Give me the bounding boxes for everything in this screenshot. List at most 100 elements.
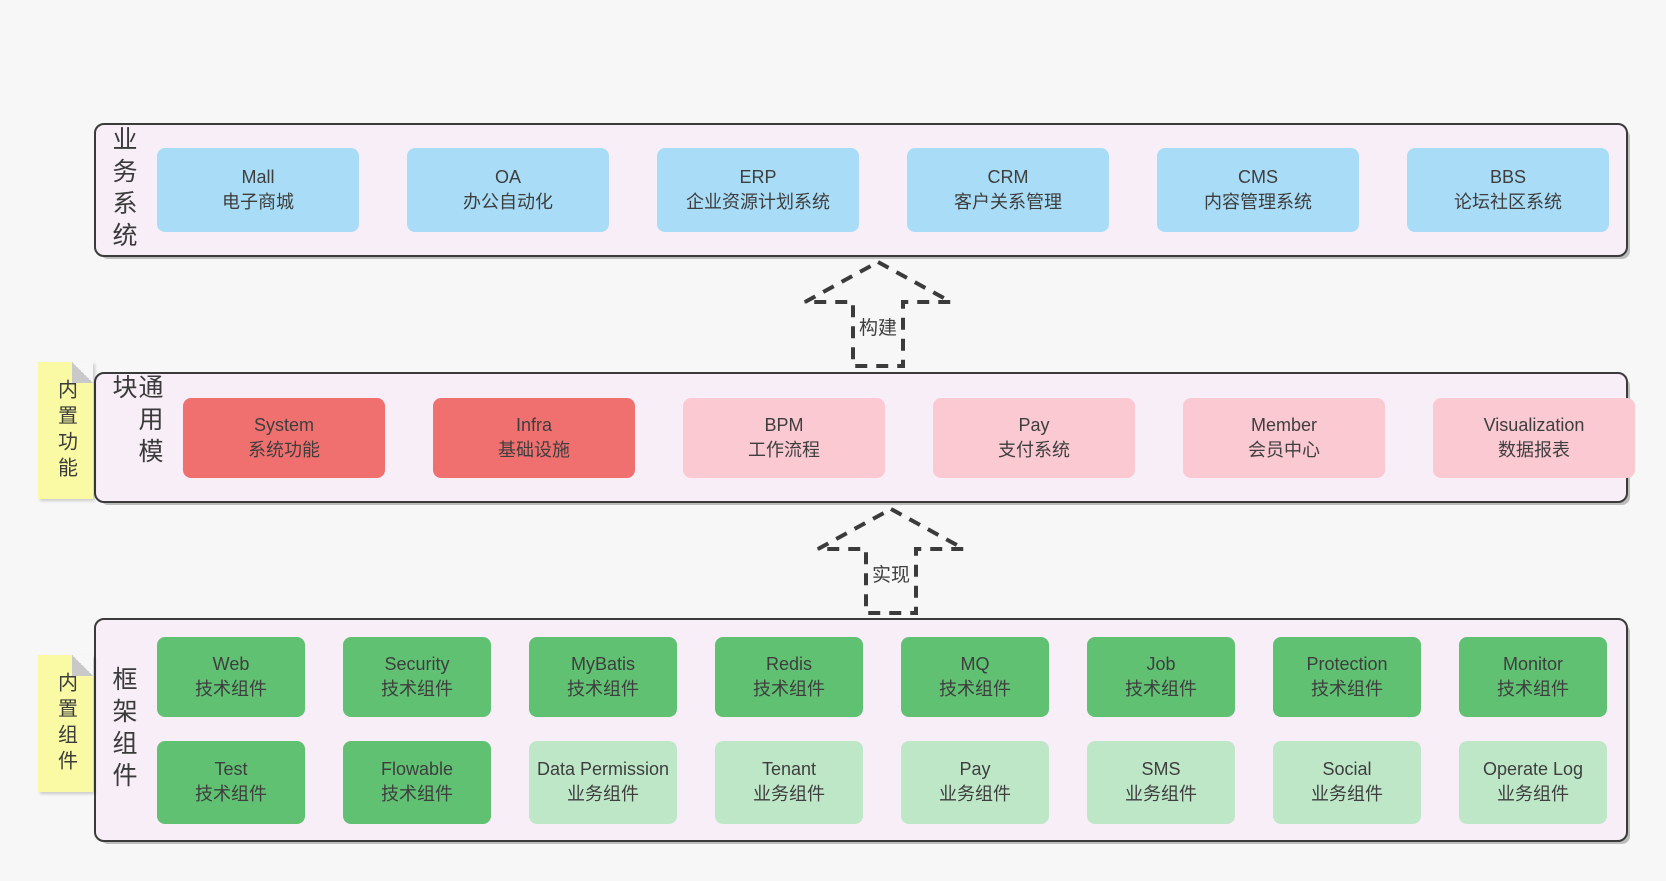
box-infra: Infra 基础设施 [433, 397, 635, 478]
box-title: Flowable [380, 759, 454, 779]
box-title: Pay [1018, 414, 1050, 435]
panel-business-systems-label: 业务系统 [109, 126, 137, 254]
box-subtitle: 论坛社区系统 [1454, 192, 1562, 212]
box-data-permission: Data Permission 业务组件 [529, 740, 677, 824]
box-title: Member [1250, 414, 1317, 435]
box-title: Redis [765, 653, 813, 674]
box-title: Social [1322, 759, 1372, 779]
box-subtitle: 技术组件 [381, 678, 453, 699]
box-subtitle: 基础设施 [498, 439, 570, 460]
box-social: Social 业务组件 [1273, 740, 1421, 824]
box-title: Mall [241, 167, 275, 187]
box-subtitle: 支付系统 [998, 439, 1070, 460]
box-title: CRM [987, 167, 1029, 187]
arrow-implement: 实现 [816, 506, 966, 616]
box-subtitle: 技术组件 [753, 678, 825, 699]
box-subtitle: 工作流程 [748, 439, 820, 460]
box-title: Test [214, 759, 248, 779]
sticky-note-built-in-features-text: 内置功能 [54, 378, 77, 483]
panel-framework-components-label: 框架组件 [109, 666, 137, 794]
box-subtitle: 会员中心 [1248, 439, 1320, 460]
box-test: Test 技术组件 [157, 740, 305, 824]
box-mybatis: MyBatis 技术组件 [529, 636, 677, 717]
box-title: Pay [959, 759, 991, 779]
box-title: BBS [1489, 167, 1527, 187]
box-pay: Pay 支付系统 [933, 397, 1135, 478]
box-subtitle: 业务组件 [753, 784, 825, 804]
box-subtitle: 技术组件 [567, 678, 639, 699]
box-subtitle: 技术组件 [1311, 678, 1383, 699]
dashed-up-arrow-icon [804, 259, 952, 368]
box-security: Security 技术组件 [343, 636, 491, 717]
box-member: Member 会员中心 [1183, 397, 1385, 478]
box-pay: Pay 业务组件 [901, 740, 1049, 824]
box-title: Protection [1306, 653, 1388, 674]
box-subtitle: 技术组件 [381, 784, 453, 804]
box-title: Visualization [1483, 414, 1585, 435]
box-subtitle: 业务组件 [1311, 784, 1383, 804]
box-title: CMS [1238, 167, 1278, 187]
box-cms: CMS 内容管理系统 [1157, 148, 1359, 232]
box-title: Data Permission [536, 759, 670, 779]
box-title: MQ [960, 653, 990, 674]
sticky-note-built-in-components-text: 内置组件 [54, 671, 77, 776]
panel-common-modules-label: 通用模块 [109, 374, 163, 470]
box-title: MyBatis [570, 653, 635, 674]
box-subtitle: 技术组件 [1497, 678, 1569, 699]
box-flowable: Flowable 技术组件 [343, 740, 491, 824]
box-subtitle: 技术组件 [195, 678, 267, 699]
box-subtitle: 办公自动化 [463, 192, 553, 212]
box-title: Monitor [1502, 653, 1564, 674]
box-title: OA [494, 167, 521, 187]
box-subtitle: 技术组件 [195, 784, 267, 804]
box-subtitle: 内容管理系统 [1204, 192, 1312, 212]
box-tenant: Tenant 业务组件 [715, 740, 863, 824]
box-subtitle: 客户关系管理 [954, 192, 1062, 212]
box-title: System [253, 414, 314, 435]
box-protection: Protection 技术组件 [1273, 636, 1421, 717]
box-subtitle: 数据报表 [1498, 439, 1570, 460]
box-subtitle: 业务组件 [939, 784, 1011, 804]
box-subtitle: 电子商城 [222, 192, 294, 212]
folded-corner-icon [72, 362, 93, 383]
panel-business-systems: 业务系统 Mall 电子商城 OA 办公自动化 ERP 企业资源计划系统 CRM 客户关系管理… [94, 123, 1628, 257]
dashed-up-arrow-icon [817, 506, 965, 615]
business-systems-boxes-row: Mall 电子商城 OA 办公自动化 ERP 企业资源计划系统 CRM 客户关系管理 CMS 内容… [157, 148, 1609, 232]
box-erp: ERP 企业资源计划系统 [657, 148, 859, 232]
box-title: SMS [1141, 759, 1181, 779]
box-redis: Redis 技术组件 [715, 636, 863, 717]
box-crm: CRM 客户关系管理 [907, 148, 1109, 232]
box-web: Web 技术组件 [157, 636, 305, 717]
box-title: Security [384, 653, 450, 674]
box-monitor: Monitor 技术组件 [1459, 636, 1607, 717]
box-bbs: BBS 论坛社区系统 [1407, 148, 1609, 232]
box-title: Infra [515, 414, 553, 435]
box-oa: OA 办公自动化 [407, 148, 609, 232]
box-title: Tenant [761, 759, 817, 779]
arrow-build-label: 构建 [855, 313, 901, 340]
box-mall: Mall 电子商城 [157, 148, 359, 232]
box-title: Web [212, 653, 250, 674]
box-subtitle: 技术组件 [939, 678, 1011, 699]
arrow-implement-label: 实现 [868, 560, 914, 587]
sticky-note-built-in-features: 内置功能 [38, 362, 93, 499]
arrow-build: 构建 [803, 259, 953, 369]
folded-corner-icon [72, 655, 93, 676]
box-subtitle: 企业资源计划系统 [686, 192, 830, 212]
box-title: ERP [739, 167, 777, 187]
sticky-note-built-in-components: 内置组件 [38, 655, 93, 792]
box-visualization: Visualization 数据报表 [1433, 397, 1635, 478]
box-subtitle: 业务组件 [567, 784, 639, 804]
box-subtitle: 业务组件 [1497, 784, 1569, 804]
